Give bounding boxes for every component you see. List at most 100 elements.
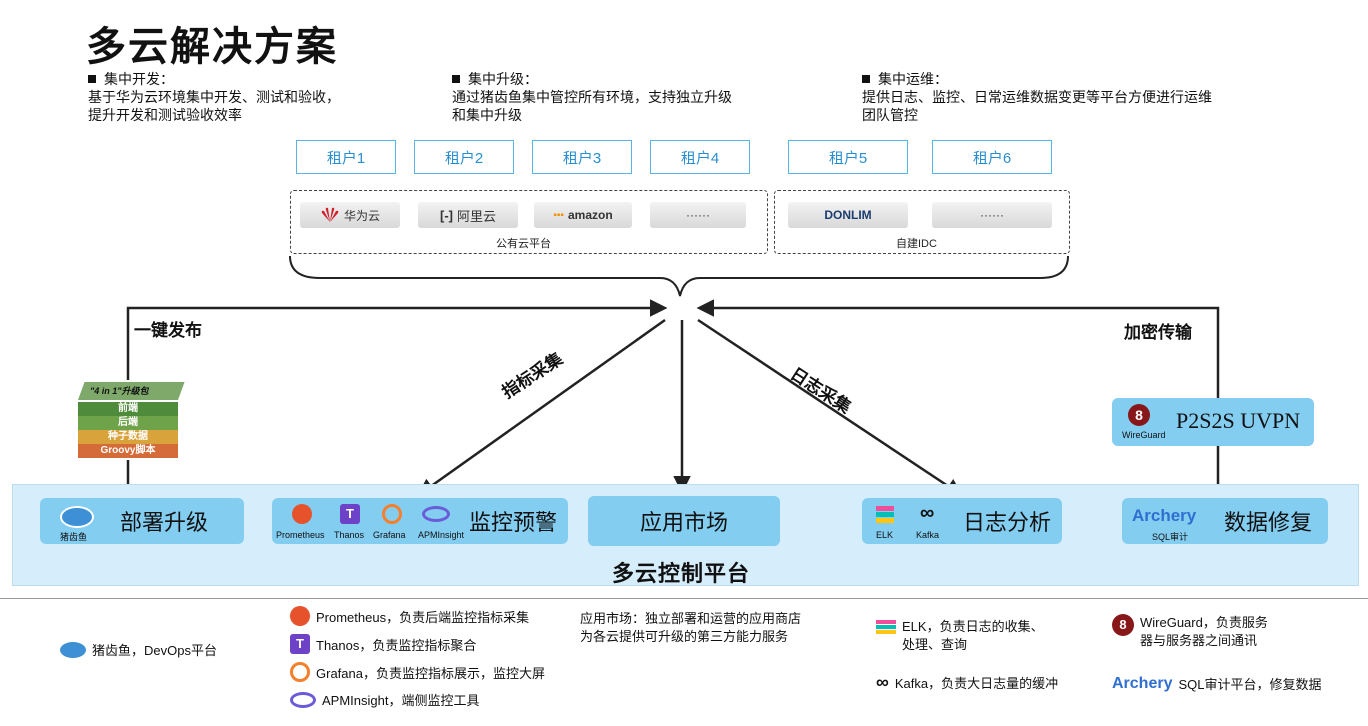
legend-text: 器与服务器之间通讯 (1140, 633, 1258, 648)
module-monitor: T Prometheus Thanos Grafana APMInsight 监… (272, 498, 568, 544)
thanos-icon: T (340, 504, 360, 524)
feature-central-dev: 集中开发： 基于华为云环境集中开发、测试和验收， 提升开发和测试验收效率 (88, 70, 340, 124)
feature-line: 团队管控 (862, 107, 918, 123)
huawei-cloud-logo: 华为云 (300, 202, 400, 228)
tenant-box: 租户2 (414, 140, 514, 174)
wireguard-icon: 8 (1128, 404, 1150, 426)
package-layer: 后端 (78, 416, 178, 430)
more-dots: ······ (980, 208, 1004, 222)
thanos-label: Thanos (334, 530, 365, 540)
grafana-icon (382, 504, 402, 524)
wireguard-label: WireGuard (1122, 430, 1166, 440)
module-log-analysis: ∞ ELK Kafka 日志分析 (862, 498, 1062, 544)
more-dots: ······ (686, 208, 710, 222)
huawei-icon (321, 207, 339, 222)
legend-prometheus: Prometheus，负责后端监控指标采集 (290, 606, 529, 626)
legend-grafana: Grafana，负责监控指标展示，监控大屏 (290, 662, 545, 682)
public-cloud-group (290, 190, 768, 254)
apminsight-label: APMInsight (418, 530, 465, 540)
bullet-icon (862, 75, 870, 83)
more-idc: ······ (932, 202, 1052, 228)
module-label: 日志分析 (962, 510, 1051, 535)
legend-text: WireGuard，负责服务 (1140, 615, 1268, 630)
legend-text: ELK，负责日志的收集、 (902, 619, 1044, 634)
aliyun-icon: [-] (439, 207, 453, 223)
legend-archery: Archery SQL审计平台，修复数据 (1112, 674, 1322, 693)
donlim-name: DONLIM (824, 208, 872, 222)
tenant-box: 租户1 (296, 140, 396, 174)
module-app-market: 应用市场 (588, 496, 780, 546)
feature-line: 提升开发和测试验收效率 (88, 107, 242, 123)
elk-label: ELK (876, 530, 894, 540)
module-label: 监控预警 (468, 510, 557, 535)
feature-line: 和集中升级 (452, 107, 522, 123)
bullet-icon (452, 75, 460, 83)
legend-text: Grafana，负责监控指标展示，监控大屏 (316, 665, 545, 681)
package-title: "4 in 1"升级包 (90, 386, 149, 396)
feature-line: 基于华为云环境集中开发、测试和验收， (88, 89, 340, 105)
sql-audit-label: SQL审计 (1152, 532, 1189, 542)
archery-logo: Archery (1132, 506, 1197, 525)
encrypt-label: 加密传输 (1124, 323, 1192, 342)
upgrade-package: "4 in 1"升级包 前端 后端 种子数据 Groovy脚本 (78, 382, 185, 462)
idc-label: 自建IDC (896, 238, 937, 250)
kafka-icon: ∞ (920, 502, 935, 524)
tenant-box: 租户5 (788, 140, 908, 174)
archery-logo: Archery (1112, 674, 1173, 692)
legend-text: APMInsight，端侧监控工具 (322, 693, 480, 708)
legend-text: 应用市场：独立部署和运营的应用商店 (580, 611, 802, 626)
idc-group (774, 190, 1070, 254)
legend-apminsight: APMInsight，端侧监控工具 (290, 690, 479, 709)
bullet-icon (88, 75, 96, 83)
feature-head: 集中升级： (468, 71, 538, 87)
module-label: 应用市场 (639, 510, 728, 535)
apminsight-icon (290, 691, 316, 708)
legend-text: Prometheus，负责后端监控指标采集 (316, 609, 530, 625)
prometheus-label: Prometheus (276, 530, 325, 540)
page-title: 多云解决方案 (86, 25, 338, 69)
module-data-repair: Archery SQL审计 数据修复 (1122, 498, 1328, 544)
feature-central-upgrade: 集中升级： 通过猪齿鱼集中管控所有环境，支持独立升级 和集中升级 (452, 70, 732, 124)
legend-text: Kafka，负责大日志量的缓冲 (894, 676, 1059, 691)
platform-name: 多云控制平台 (612, 561, 751, 586)
huawei-cloud-name: 华为云 (343, 208, 380, 223)
legend-elk: ELK，负责日志的收集、 处理、查询 (876, 618, 1044, 654)
feature-line: 通过猪齿鱼集中管控所有环境，支持独立升级 (452, 89, 732, 105)
module-label: 数据修复 (1223, 510, 1312, 535)
legend-choerodon: 猪齿鱼，DevOps平台 (60, 640, 217, 659)
feature-line: 提供日志、监控、日常运维数据变更等平台方便进行运维 (862, 89, 1212, 105)
donlim-logo: DONLIM (788, 202, 908, 228)
uvpn-box: 8 WireGuard P2S2S UVPN (1112, 398, 1314, 446)
uvpn-label: P2S2S UVPN (1176, 408, 1301, 433)
prometheus-icon (292, 504, 312, 524)
legend-wireguard: 8 WireGuard，负责服务 器与服务器之间通讯 (1112, 614, 1268, 650)
feature-central-ops: 集中运维： 提供日志、监控、日常运维数据变更等平台方便进行运维 团队管控 (862, 70, 1212, 124)
tenant-box: 租户3 (532, 140, 632, 174)
kafka-label: Kafka (916, 530, 940, 540)
public-cloud-label: 公有云平台 (496, 238, 551, 250)
deploy-label: 一键发布 (134, 321, 202, 340)
tenant-box: 租户6 (932, 140, 1052, 174)
package-layer: 前端 (78, 402, 178, 416)
legend-text: Thanos，负责监控指标聚合 (316, 637, 477, 653)
feature-head: 集中开发： (104, 71, 174, 87)
legend-divider (0, 598, 1368, 599)
legend-kafka: ∞ Kafka，负责大日志量的缓冲 (876, 672, 1058, 693)
apminsight-icon (422, 506, 450, 522)
module-label: 部署升级 (119, 510, 208, 535)
aliyun-name: 阿里云 (456, 208, 496, 224)
legend-text: SQL审计平台，修复数据 (1178, 677, 1322, 692)
more-public-cloud: ······ (650, 202, 746, 228)
package-layer: Groovy脚本 (78, 444, 178, 458)
aws-boxes-icon: ▪▪▪ (553, 209, 564, 221)
legend-text: 猪齿鱼，DevOps平台 (92, 643, 217, 658)
aliyun-logo: [-] 阿里云 (418, 202, 518, 228)
amazon-logo: ▪▪▪ amazon (534, 202, 632, 228)
elk-icon (876, 620, 896, 634)
wireguard-icon: 8 (1112, 614, 1134, 636)
legend-text: 为各云提供可升级的第三方能力服务 (580, 629, 789, 644)
legend-text: 处理、查询 (902, 637, 968, 652)
tenant-box: 租户4 (650, 140, 750, 174)
choerodon-label: 猪齿鱼 (60, 532, 88, 542)
